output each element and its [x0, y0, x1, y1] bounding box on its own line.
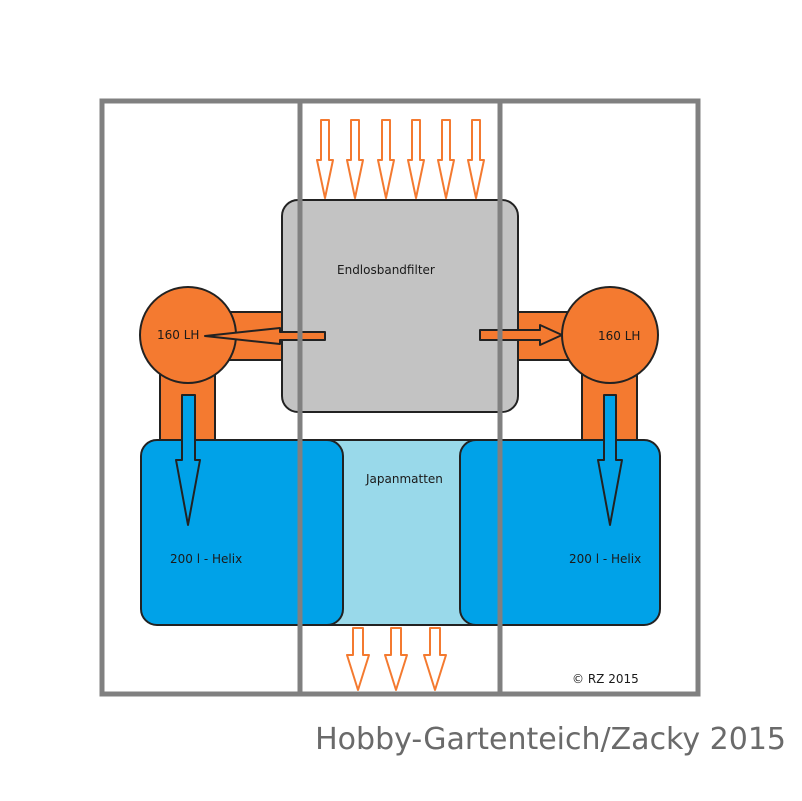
outflow-arrows-bottom	[346, 627, 447, 691]
label-pump-left: 160 LH	[157, 328, 199, 342]
label-pump-right: 160 LH	[598, 329, 640, 343]
endlosbandfilter-box	[281, 199, 519, 413]
label-endlosbandfilter: Endlosbandfilter	[337, 263, 435, 277]
helix-tank-left	[140, 439, 344, 626]
inflow-arrow	[346, 119, 364, 199]
inflow-arrow	[437, 119, 455, 199]
helix-tank-right	[459, 439, 661, 626]
inflow-arrow	[377, 119, 395, 199]
frame	[99, 98, 701, 697]
outflow-arrow	[423, 627, 447, 691]
label-helix-right: 200 l - Helix	[569, 552, 641, 566]
inflow-arrow	[467, 119, 485, 199]
outflow-arrow	[346, 627, 370, 691]
flow-arrow-into-helix-right	[597, 394, 623, 526]
watermark-text: Hobby-Gartenteich/Zacky 2015	[315, 722, 786, 757]
flow-arrow-into-helix-left	[175, 394, 201, 526]
inflow-arrow	[316, 119, 334, 199]
label-helix-left: 200 l - Helix	[170, 552, 242, 566]
label-copyright: © RZ 2015	[572, 672, 639, 686]
flow-arrow-to-pump-left	[204, 327, 326, 345]
outflow-arrow	[384, 627, 408, 691]
label-japanmatten: Japanmatten	[365, 472, 443, 486]
inflow-arrow	[407, 119, 425, 199]
inflow-arrows-top	[316, 119, 485, 199]
